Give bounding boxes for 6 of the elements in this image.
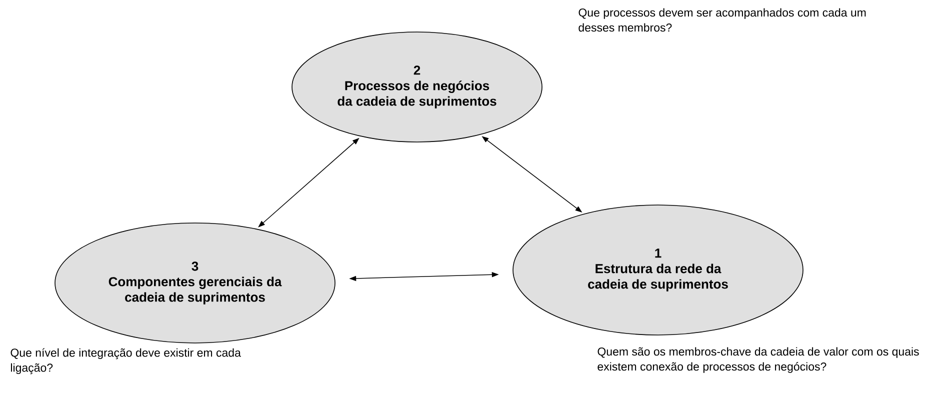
question-text: Que nível de integração deve existir em cada ligação? <box>10 348 241 374</box>
ellipse-node: 3 Componentes gerenciais da cadeia de suprimentos <box>54 222 336 344</box>
question-text: Quem são os membros-chave da cadeia de valor com os quais existem conexão de processos de negócios? <box>598 347 919 373</box>
question-text: Que processos devem ser acompanhados com cada um desses membros? <box>578 8 866 32</box>
ellipse-node: 1 Estrutura da rede da cadeia de suprimentos <box>512 204 804 336</box>
ellipse-node: 2 Processos de negócios da cadeia de suprimentos <box>292 32 542 142</box>
